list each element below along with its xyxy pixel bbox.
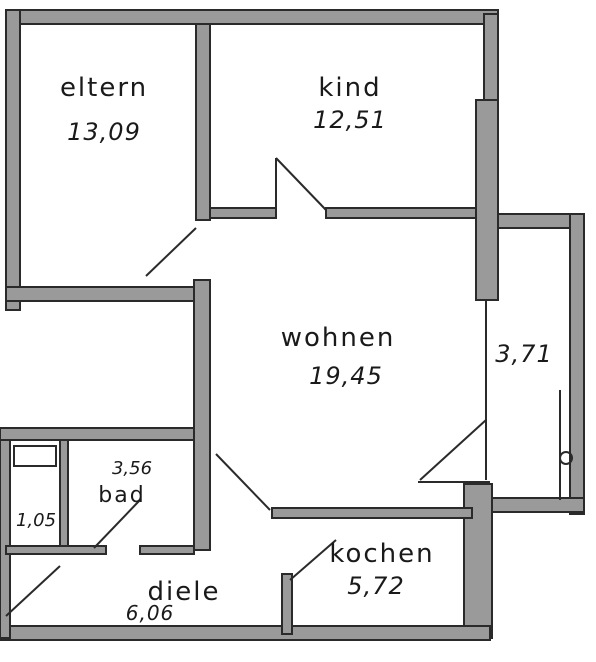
wall-bottom — [0, 625, 491, 641]
wall-kind-bottom — [325, 207, 477, 219]
door-bath — [93, 499, 141, 549]
label-bad: bad — [98, 483, 145, 508]
label-kochen: kochen — [329, 539, 434, 569]
door-kind — [275, 157, 327, 211]
wall-wc-bottom — [5, 545, 107, 555]
wall-left-upper — [5, 9, 21, 311]
label-kind: kind — [318, 73, 381, 103]
area-diele: 6,06 — [126, 601, 175, 625]
wall-eltern-kind — [195, 23, 211, 221]
door-balcony — [419, 419, 487, 481]
balcony-plant — [559, 451, 573, 465]
door-entrance — [5, 565, 61, 617]
wall-corridor-left — [193, 279, 211, 551]
room-labels: eltern 13,09 kind 12,51 wohnen 19,45 3,7… — [16, 73, 552, 625]
wall-left-lower — [0, 427, 11, 639]
wall-kitchen-top — [271, 507, 473, 519]
area-bad: 3,56 — [112, 458, 152, 479]
area-eltern: 13,09 — [67, 118, 141, 146]
area-kochen: 5,72 — [347, 572, 404, 600]
wall-bath-wc — [59, 439, 69, 551]
area-wc: 1,05 — [16, 510, 56, 531]
area-balkon: 3,71 — [495, 340, 552, 368]
label-wohnen: wohnen — [281, 323, 396, 353]
wall-bath-bottom — [139, 545, 195, 555]
wall-kitchen-left — [281, 573, 293, 635]
area-wohnen: 19,45 — [309, 362, 383, 390]
door-lines — [5, 157, 573, 617]
wall-top — [7, 9, 499, 25]
wall-eltern-bottom — [5, 286, 211, 302]
wall-balcony-bottom — [489, 497, 585, 513]
walls — [0, 9, 585, 641]
area-kind: 12,51 — [313, 106, 387, 134]
wall-bath-top — [0, 427, 201, 441]
bath-fixture — [13, 445, 57, 467]
door-kitchen — [289, 539, 337, 581]
wall-kind-bottom-left — [209, 207, 277, 219]
label-eltern: eltern — [60, 73, 148, 103]
label-diele: diele — [148, 577, 221, 607]
wall-balcony-right — [569, 213, 585, 515]
door-eltern — [145, 227, 197, 277]
door-wohnen — [215, 453, 271, 511]
wall-right-window — [475, 99, 499, 301]
